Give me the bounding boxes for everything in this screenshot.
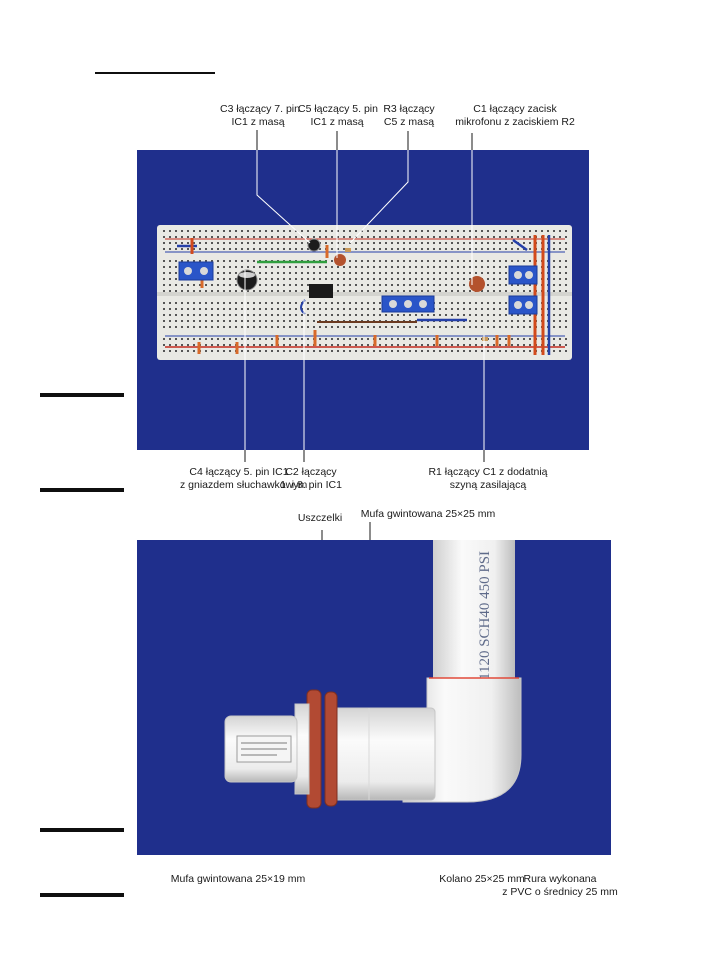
- margin-rule: [40, 828, 124, 832]
- margin-rule: [40, 488, 124, 492]
- margin-rule: [40, 893, 124, 897]
- callout-mufa-25x19: Mufa gwintowana 25×19 mm: [170, 873, 306, 885]
- callout-mufa-25x25: Mufa gwintowana 25×25 mm: [360, 508, 496, 520]
- callout-uszczelki: Uszczelki: [297, 512, 343, 524]
- header-rule: [95, 72, 215, 74]
- pipe-print: 1120 SCH40 450 PSI: [477, 551, 493, 680]
- callout-kolano: Kolano 25×25 mm: [439, 873, 525, 885]
- margin-rule: [40, 393, 124, 397]
- pvc-pipe-photo: 1120 SCH40 450 PSI: [137, 540, 611, 855]
- breadboard-photo: [137, 150, 589, 450]
